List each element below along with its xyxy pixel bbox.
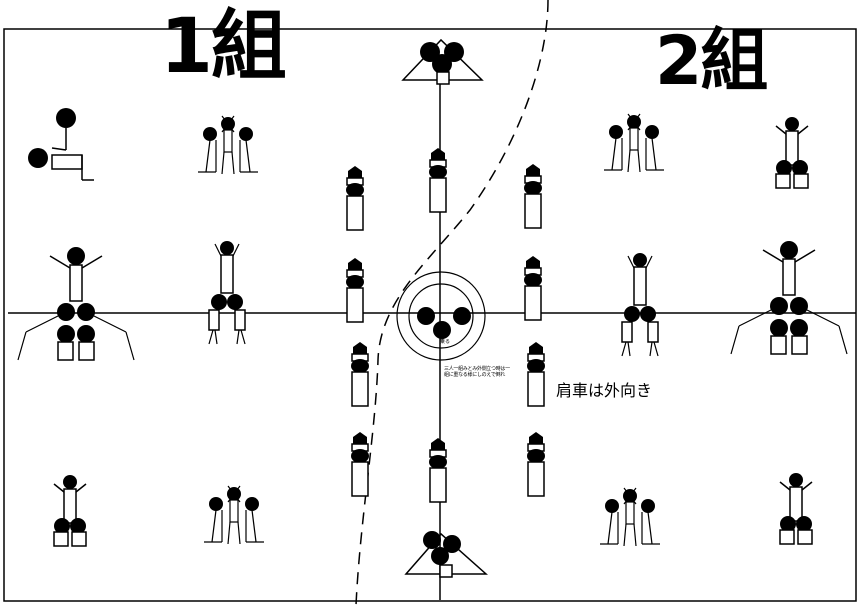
group-2-title: 2組: [655, 22, 768, 101]
carrier-top-right: [775, 116, 809, 189]
top-triangle-group: [401, 38, 484, 85]
carrier-bottom-right: [779, 472, 813, 545]
pyramid-right: [730, 240, 848, 355]
fan-bottom-left: [203, 485, 265, 545]
tower-left: [208, 240, 246, 345]
left-stander-2: [345, 257, 365, 323]
center-outer-circle: [396, 271, 486, 361]
left-stander-1: [345, 165, 365, 231]
center-trio: [417, 307, 471, 339]
tower-right: [621, 252, 659, 357]
right-stander-2: [523, 255, 543, 321]
center-stander-upper: [428, 147, 448, 213]
fan-top-left: [197, 115, 259, 175]
left-stander-4: [350, 431, 370, 497]
center-inner-circle: [408, 283, 474, 349]
shoulder-ride-note: 肩車は外向き: [556, 381, 653, 400]
center-small-note: 三人一組みとみ外側立つ時は一組に重なる様にしのえで倒れ: [444, 366, 510, 378]
right-stander-4: [526, 431, 546, 497]
group-1-title: 1組: [160, 1, 287, 90]
right-stander-1: [523, 163, 543, 229]
carrier-bottom-left: [53, 474, 87, 547]
field-border: [3, 28, 857, 602]
fan-top-right: [603, 113, 665, 173]
right-stander-3: [526, 341, 546, 407]
kneel-figure-top-left: [28, 108, 94, 181]
dividing-dashed-curve: [355, 0, 549, 605]
pyramid-left: [17, 246, 135, 361]
fan-bottom-right: [599, 487, 661, 547]
center-label: 乗る: [440, 339, 451, 345]
left-stander-3: [350, 341, 370, 407]
center-stander-lower: [428, 437, 448, 503]
bottom-triangle-group: [404, 531, 488, 578]
